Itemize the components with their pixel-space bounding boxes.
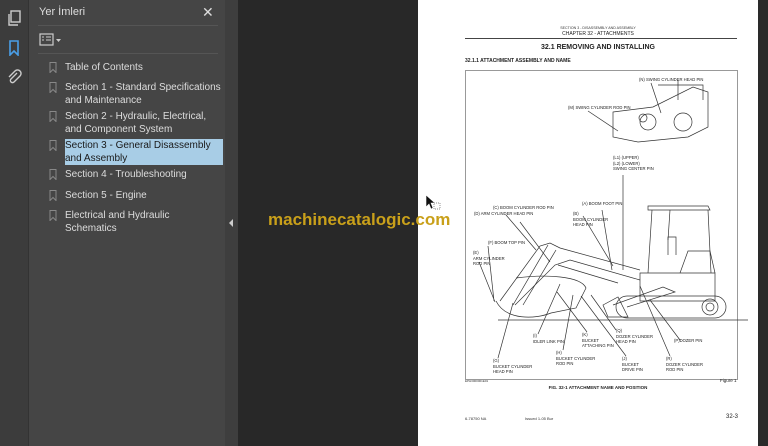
figure-number: Figure 1 bbox=[720, 378, 737, 383]
header-section: SECTION 3 - DISASSEMBLY AND ASSEMBLY bbox=[560, 26, 636, 30]
figure-code: EPH3000001E01 bbox=[465, 379, 489, 383]
panel-splitter[interactable] bbox=[225, 0, 238, 446]
close-icon[interactable]: ✕ bbox=[202, 4, 214, 20]
bookmark-flag-icon bbox=[49, 82, 57, 93]
bookmark-label: Table of Contents bbox=[65, 62, 143, 73]
label-boom-foot-pin: (A) BOOM FOOT PIN bbox=[582, 201, 623, 206]
collapse-arrow-icon[interactable] bbox=[229, 219, 233, 227]
pdf-page: SECTION 3 - DISASSEMBLY AND ASSEMBLY CHA… bbox=[418, 0, 758, 446]
bookmark-label: Section 1 - Standard Specifications and … bbox=[65, 82, 221, 106]
excavator-diagram bbox=[478, 80, 748, 359]
bookmark-flag-icon bbox=[49, 169, 57, 180]
bookmark-label: Section 5 - Engine bbox=[65, 190, 147, 201]
label-idler-link-pin: (I)IDLER LINK PIN bbox=[533, 333, 564, 344]
bookmark-label: Section 4 - Troubleshooting bbox=[65, 169, 187, 180]
label-boom-top-pin: (F) BOOM TOP PIN bbox=[488, 240, 525, 245]
attachment-icon[interactable] bbox=[6, 69, 22, 85]
divider bbox=[38, 53, 218, 54]
header-rule bbox=[465, 38, 737, 39]
label-boom-cylinder-rod-pin: (C) BOOM CYLINDER ROD PIN bbox=[493, 205, 554, 210]
divider bbox=[38, 25, 218, 26]
bookmark-flag-icon bbox=[49, 140, 57, 151]
bookmark-label: Section 2 - Hydraulic, Electrical, and C… bbox=[65, 111, 207, 135]
right-edge bbox=[758, 0, 768, 446]
bookmark-label: Section 3 - General Disassembly and Asse… bbox=[65, 139, 223, 165]
pages-icon[interactable] bbox=[6, 10, 22, 26]
bookmark-flag-icon bbox=[49, 210, 57, 221]
bookmark-flag-icon bbox=[49, 62, 57, 73]
figure-caption: FIG. 32-1 ATTACHMENT NAME AND POSITION bbox=[548, 385, 648, 390]
footer-page-number: 32-3 bbox=[726, 414, 739, 420]
bookmark-icon[interactable] bbox=[6, 40, 22, 56]
label-arm-cylinder-head-pin: (D) ARM CYLINDER HEAD PIN bbox=[474, 211, 534, 216]
footer-issue: Issued 1-05 Bur bbox=[525, 416, 554, 421]
label-swing-cylinder-head-pin: (N) SWING CYLINDER HEAD PIN bbox=[639, 77, 704, 82]
footer-doc-number: 6-78750 NA bbox=[465, 416, 487, 421]
bookmark-label: Electrical and Hydraulic Schematics bbox=[65, 210, 170, 234]
label-swing-cylinder-rod-pin: (M) SWING CYLINDER ROD PIN bbox=[568, 105, 631, 110]
label-swing-center-pin: (L1) (UPPER)(L2) (LOWER)SWING CENTER PIN bbox=[613, 155, 654, 171]
bookmark-flag-icon bbox=[49, 111, 57, 122]
figure-frame bbox=[465, 70, 738, 380]
bookmark-flag-icon bbox=[49, 190, 57, 201]
label-dozer-pin: (P)DOZER PIN bbox=[674, 338, 703, 343]
section-title: 32.1 REMOVING AND INSTALLING bbox=[541, 44, 655, 51]
header-chapter: CHAPTER 32 - ATTACHMENTS bbox=[562, 31, 634, 37]
mouse-cursor-icon bbox=[426, 195, 441, 210]
options-menu-icon[interactable] bbox=[39, 33, 63, 47]
tool-icon-bar bbox=[0, 0, 29, 446]
panel-title: Yer İmleri bbox=[39, 6, 86, 18]
subsection-title: 32.1.1 ATTACHMENT ASSEMBLY AND NAME bbox=[465, 58, 571, 64]
bookmarks-panel: Yer İmleri ✕ Table of Contents Section 1… bbox=[29, 0, 225, 446]
watermark: machinecatalogic.com bbox=[268, 210, 451, 229]
